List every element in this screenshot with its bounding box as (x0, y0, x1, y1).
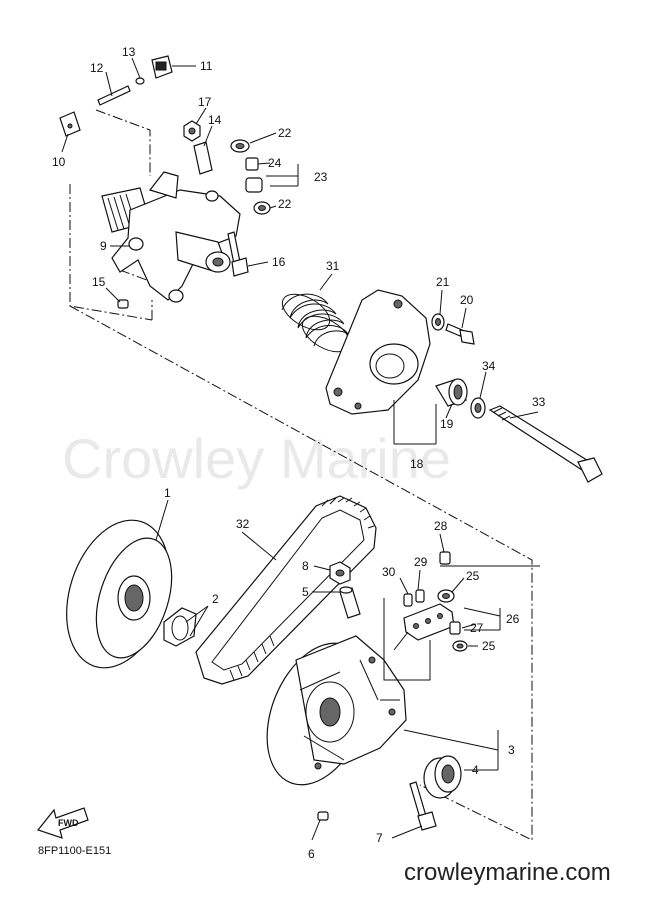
part-19-bushing (435, 378, 468, 407)
callout-1: 1 (164, 486, 171, 500)
part-25-washer-bottom (452, 640, 468, 652)
callout-30: 30 (382, 565, 396, 579)
part-9-spider-assembly (101, 171, 241, 303)
part-3-sheave-assembly (266, 635, 407, 786)
leader-lines (61, 57, 540, 841)
callout-19: 19 (440, 417, 454, 431)
callout-29: 29 (414, 555, 428, 569)
callout-15: 15 (92, 275, 106, 289)
callout-13: 13 (122, 45, 136, 59)
callout-12: 12 (90, 61, 104, 75)
part-21-washer (431, 313, 445, 331)
callout-numbers: 1 2 3 4 5 6 7 8 9 10 11 12 13 14 15 16 1… (52, 45, 546, 861)
part-16-bolt (227, 231, 249, 277)
part-20-bolt (445, 323, 475, 345)
callout-25-top: 25 (466, 569, 480, 583)
part-10-slider (59, 111, 81, 137)
callout-16: 16 (272, 255, 286, 269)
part-25-washer-top (437, 589, 455, 603)
callout-33: 33 (532, 395, 546, 409)
part-1-sheave (66, 519, 173, 669)
callout-34: 34 (482, 359, 496, 373)
callout-22-top: 22 (278, 126, 292, 140)
watermark-text: Crowley Marine (62, 427, 451, 490)
part-33-long-bolt (488, 405, 603, 483)
callout-32: 32 (236, 517, 250, 531)
part-27-bushing (449, 621, 461, 635)
part-18-cover (325, 289, 431, 415)
fwd-label: FWD (58, 818, 79, 828)
callout-11: 11 (200, 59, 213, 73)
part-6-pin (317, 811, 329, 821)
part-5-collar (339, 586, 361, 619)
callout-10: 10 (52, 155, 66, 169)
website-link[interactable]: crowleymarine.com (404, 859, 611, 886)
part-26-bracket (403, 603, 455, 641)
callout-28: 28 (434, 519, 448, 533)
part-28-pin (439, 551, 451, 565)
callout-9: 9 (100, 239, 107, 253)
callout-2: 2 (212, 592, 219, 606)
callout-20: 20 (460, 293, 474, 307)
callout-23: 23 (314, 170, 328, 184)
part-17-nut (183, 120, 201, 142)
part-14-collar (193, 141, 213, 175)
part-13-ring (135, 77, 145, 85)
callout-7: 7 (376, 831, 383, 845)
callout-14: 14 (208, 113, 222, 127)
callout-8: 8 (302, 559, 309, 573)
part-22-washer-top (230, 139, 250, 153)
part-15-pin (117, 299, 129, 309)
part-7-bolt (409, 781, 437, 831)
callout-5: 5 (302, 585, 309, 599)
part-4-bearing (423, 755, 462, 799)
part-12-pin (97, 85, 131, 106)
assembly-outline (69, 109, 533, 841)
part-2-bushing (163, 607, 197, 647)
callout-26: 26 (506, 612, 520, 626)
callout-3: 3 (508, 743, 515, 757)
callout-27: 27 (470, 621, 484, 635)
callout-24: 24 (268, 156, 282, 170)
part-32-belt (195, 495, 377, 685)
callout-18: 18 (410, 457, 424, 471)
part-29-pin (415, 589, 425, 603)
drawing-code: 8FP1100-E151 (38, 845, 111, 857)
part-30-pin (403, 593, 413, 607)
callout-17: 17 (198, 95, 212, 109)
fwd-arrow-icon: FWD (36, 807, 89, 839)
part-24-bushing (245, 157, 259, 171)
callout-25-bottom: 25 (482, 639, 496, 653)
part-11-clip (151, 55, 173, 79)
callout-22-bottom: 22 (278, 197, 292, 211)
callout-31: 31 (326, 259, 340, 273)
part-34-washer (470, 397, 486, 419)
part-22-washer-bottom (253, 201, 271, 215)
part-23-collar (245, 177, 263, 193)
callout-4: 4 (472, 763, 479, 777)
callout-6: 6 (308, 847, 315, 861)
part-8-nut (329, 561, 351, 585)
callout-21: 21 (436, 275, 450, 289)
